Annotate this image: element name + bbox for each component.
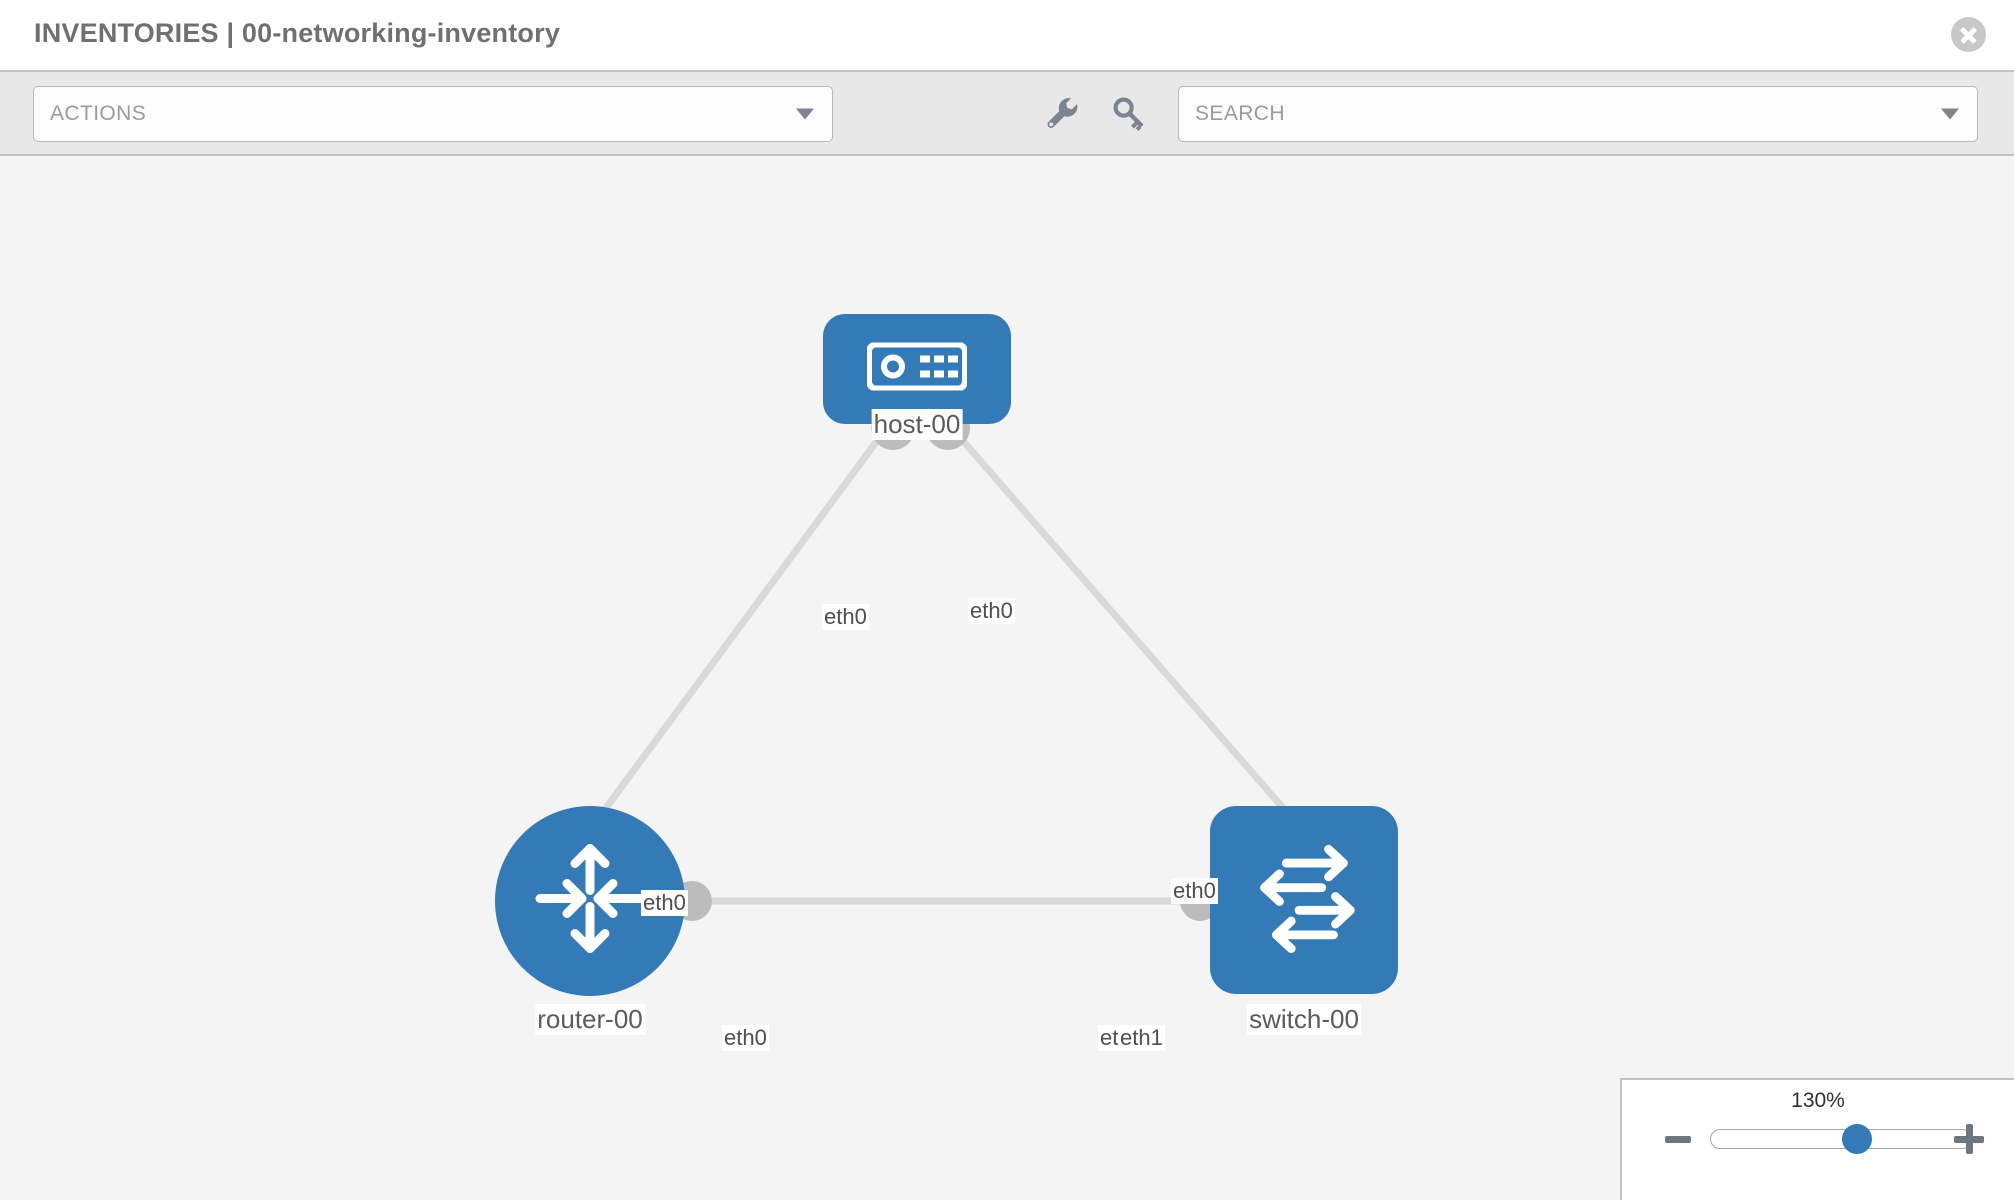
node-router-00-label: router-00 [535,1004,645,1035]
zoom-slider-track [1710,1129,1972,1149]
iface-label-switch-up: eth0 [1171,878,1218,904]
chevron-down-icon [1941,108,1959,120]
zoom-slider-thumb[interactable] [1842,1124,1873,1154]
iface-label-switch-left: eth1 [1118,1025,1165,1051]
key-icon[interactable] [1108,92,1152,136]
node-host-00-label: host-00 [871,409,963,440]
node-host-00-shape [823,314,1011,424]
iface-label-router-right: eth0 [722,1025,769,1051]
server-icon [866,341,968,396]
zoom-in-button[interactable] [1954,1124,1984,1154]
zoom-control-panel: 130% [1620,1078,2014,1200]
zoom-out-button[interactable] [1665,1136,1691,1143]
zoom-slider[interactable] [1710,1124,1972,1154]
zoom-level-label: 130% [1791,1089,1845,1112]
close-icon[interactable] [1951,17,1986,52]
node-switch-00[interactable]: switch-00 [1210,806,1398,1035]
topology-links [597,406,1293,921]
iface-label-host-left: eth0 [822,604,869,630]
switch-arrows-icon [1245,839,1363,962]
node-switch-00-shape [1210,806,1398,994]
node-switch-00-label: switch-00 [1247,1004,1361,1035]
search-placeholder: SEARCH [1195,102,1285,125]
actions-dropdown-label: ACTIONS [50,102,147,125]
chevron-down-icon [796,108,814,120]
toolbar: ACTIONS SEARCH [0,70,2014,156]
iface-label-router-up: eth0 [641,890,688,916]
router-arrows-icon [530,839,650,964]
node-host-00[interactable]: host-00 [823,314,1011,440]
page-header: INVENTORIES | 00-networking-inventory [0,0,2014,70]
link-host-router [597,423,891,819]
link-host-switch [947,423,1293,819]
search-input[interactable]: SEARCH [1178,86,1978,142]
topology-canvas[interactable]: host-00 router-00 [0,156,2014,1200]
page-title: INVENTORIES | 00-networking-inventory [34,18,561,48]
iface-label-host-right: eth0 [968,598,1015,624]
wrench-icon[interactable] [1040,92,1084,136]
actions-dropdown[interactable]: ACTIONS [33,86,833,142]
